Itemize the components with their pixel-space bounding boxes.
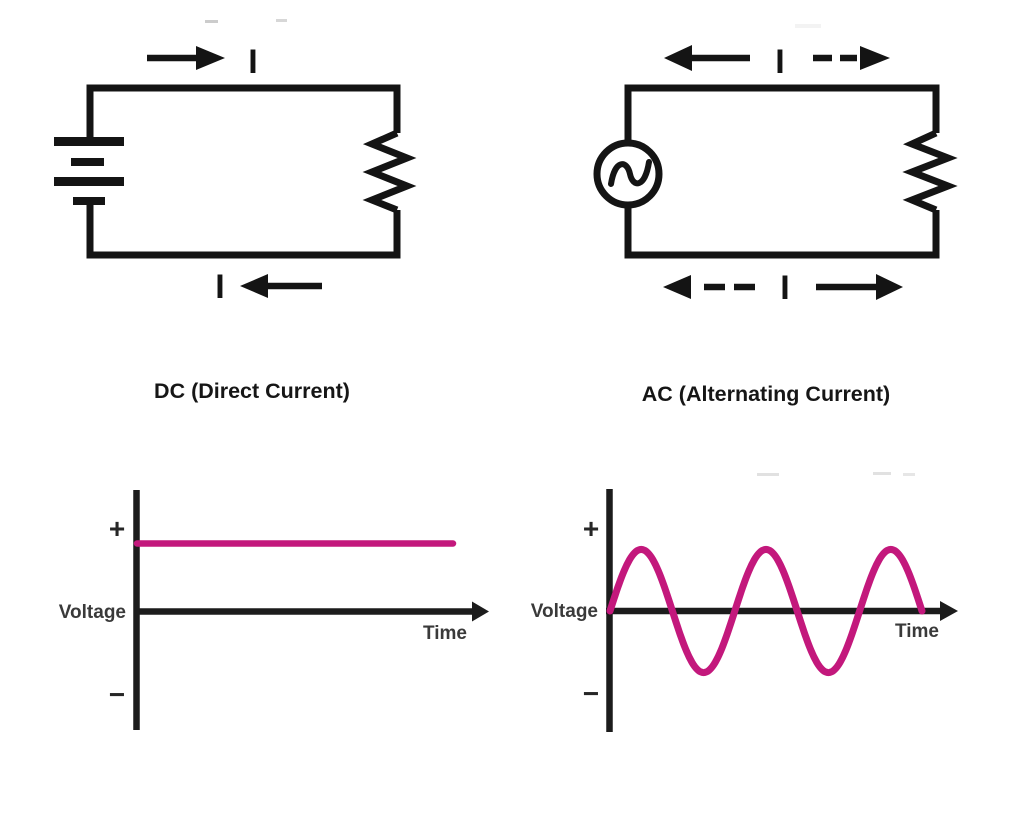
dc-circuit: I I xyxy=(54,19,417,306)
right-arrow-icon xyxy=(876,274,903,300)
battery-plate-long xyxy=(54,137,124,146)
dc-wire-top xyxy=(86,84,401,141)
plus-mark: + xyxy=(109,513,125,544)
battery-plate-long xyxy=(54,177,124,186)
ac-wire-top xyxy=(624,84,940,144)
ac-graph: + − Voltage Time xyxy=(531,472,958,732)
x-axis-arrow-icon xyxy=(472,601,489,622)
left-arrow-icon xyxy=(240,274,268,298)
resistor-icon xyxy=(362,129,417,214)
x-axis-arrow-icon xyxy=(940,601,958,621)
dc-current-top: I xyxy=(147,43,258,81)
current-label: I xyxy=(775,43,784,81)
scan-artifact xyxy=(276,19,287,22)
scan-artifact xyxy=(903,473,915,476)
dc-wire-bottom xyxy=(86,202,401,259)
current-label: I xyxy=(248,43,257,81)
ac-source-icon xyxy=(593,139,663,209)
right-arrow-icon xyxy=(860,46,890,70)
ac-current-top: I xyxy=(664,43,890,81)
scan-artifact xyxy=(205,20,218,23)
y-axis-label: Voltage xyxy=(531,601,598,622)
plus-mark: + xyxy=(583,513,599,544)
ac-wire-bottom xyxy=(624,204,940,259)
left-arrow-icon xyxy=(663,275,691,299)
scan-artifact xyxy=(795,24,821,28)
resistor-icon xyxy=(902,129,958,214)
scan-artifact xyxy=(757,473,779,476)
ac-current-bottom: I xyxy=(663,269,903,307)
x-axis-label: Time xyxy=(895,621,939,642)
ac-caption: AC (Alternating Current) xyxy=(641,382,891,406)
current-label: I xyxy=(215,268,224,306)
scan-artifact xyxy=(873,472,891,475)
dc-graph: + − Voltage Time xyxy=(59,490,489,730)
sine-symbol-icon xyxy=(608,159,652,187)
battery-plate-short xyxy=(73,197,105,205)
x-axis-label: Time xyxy=(423,623,467,644)
right-arrow-icon xyxy=(196,46,225,70)
battery-plate-short xyxy=(71,158,104,166)
ac-circuit: I I xyxy=(593,24,958,307)
dc-caption: DC (Direct Current) xyxy=(154,379,350,403)
ac-voltage-wave xyxy=(606,545,926,677)
minus-mark: − xyxy=(583,678,599,709)
y-axis-label: Voltage xyxy=(59,602,126,623)
current-label: I xyxy=(780,269,789,307)
minus-mark: − xyxy=(109,679,125,710)
left-arrow-icon xyxy=(664,45,692,71)
dc-current-bottom: I xyxy=(215,268,322,306)
battery-icon xyxy=(54,137,124,205)
